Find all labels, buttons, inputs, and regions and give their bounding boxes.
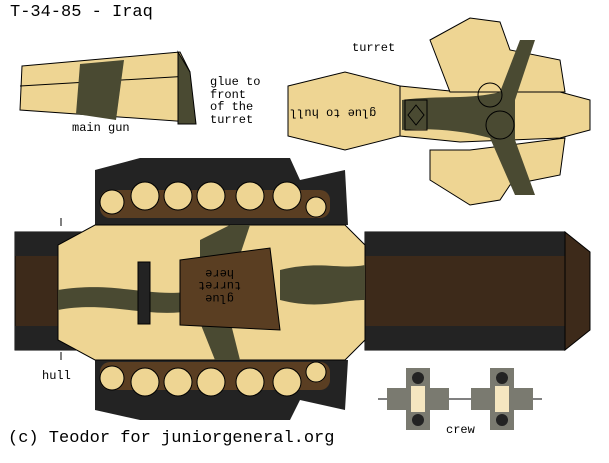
- credit-text: (c) Teodor for juniorgeneral.org: [8, 429, 335, 448]
- main-gun-part: [19, 50, 197, 125]
- upper-running-gear: [95, 158, 348, 225]
- main-gun-label: main gun: [72, 121, 130, 135]
- glue-to-hull-label: glue to hull: [290, 105, 377, 120]
- crew-figures: [378, 368, 542, 430]
- hull-body: [57, 224, 366, 361]
- lower-running-gear: [95, 360, 348, 420]
- turret-label: turret: [352, 41, 396, 55]
- hull-label: hull: [42, 369, 71, 383]
- glue-turret-here-label: glue turret here: [198, 265, 242, 305]
- glue-front-turret-label: glue to front of the turret: [210, 75, 261, 127]
- crew-label: crew: [446, 423, 475, 437]
- turret-part: [287, 17, 591, 206]
- page-title: T-34-85 - Iraq: [10, 3, 153, 22]
